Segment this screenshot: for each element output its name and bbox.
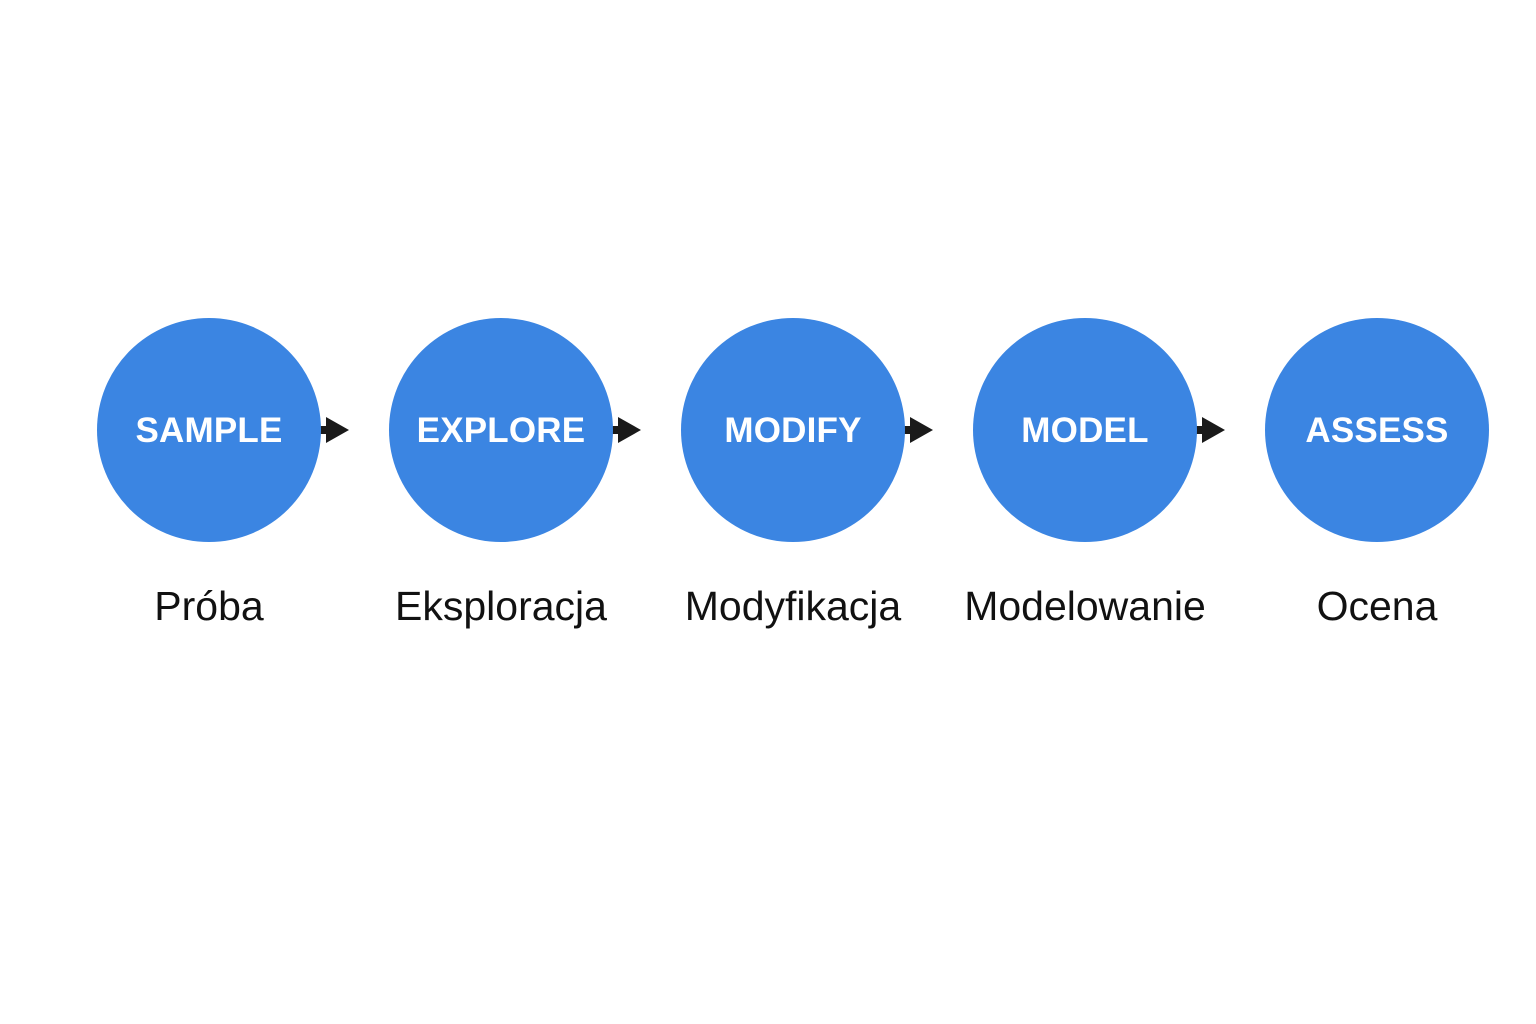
stage-circle-model[interactable]: MODEL bbox=[973, 318, 1197, 542]
stage-sample[interactable]: SAMPLE Próba bbox=[63, 318, 355, 627]
stage-model[interactable]: MODEL Modelowanie bbox=[939, 318, 1231, 627]
stage-code-sample: SAMPLE bbox=[135, 410, 283, 450]
stage-assess[interactable]: ASSESS Ocena bbox=[1231, 318, 1523, 627]
stage-explore[interactable]: EXPLORE Eksploracja bbox=[355, 318, 647, 627]
stage-circle-explore[interactable]: EXPLORE bbox=[389, 318, 613, 542]
stage-circle-modify[interactable]: MODIFY bbox=[681, 318, 905, 542]
stage-code-modify: MODIFY bbox=[724, 410, 862, 450]
stage-caption-explore: Eksploracja bbox=[395, 583, 607, 629]
stage-code-assess: ASSESS bbox=[1305, 410, 1449, 450]
stage-caption-assess: Ocena bbox=[1316, 583, 1438, 629]
stage-circle-sample[interactable]: SAMPLE bbox=[97, 318, 321, 542]
stage-modify[interactable]: MODIFY Modyfikacja bbox=[647, 318, 939, 627]
stage-caption-sample: Próba bbox=[154, 583, 264, 629]
stage-code-model: MODEL bbox=[1021, 410, 1149, 450]
stage-caption-model: Modelowanie bbox=[964, 583, 1206, 629]
stage-caption-modify: Modyfikacja bbox=[684, 583, 902, 629]
stage-circle-assess[interactable]: ASSESS bbox=[1265, 318, 1489, 542]
stage-code-explore: EXPLORE bbox=[416, 410, 586, 450]
